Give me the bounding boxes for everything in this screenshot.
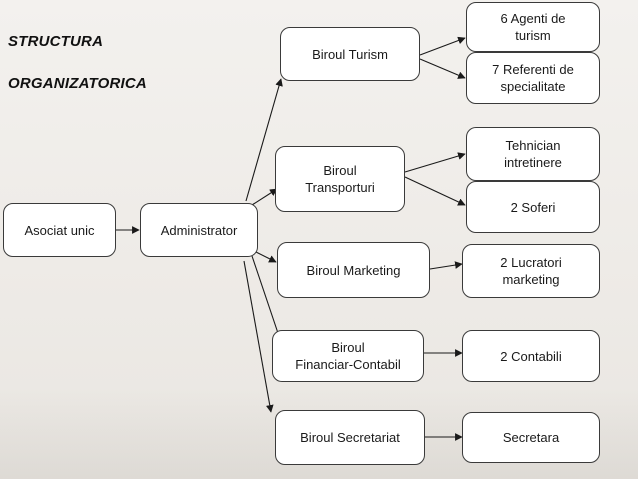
box-contabili-label: 2 Contabili [500, 348, 562, 364]
box-lucratori-marketing: 2 Lucratori marketing [462, 244, 600, 298]
box-secretara-label: Secretara [502, 430, 560, 445]
title-line-2: ORGANIZATORICA [8, 75, 147, 92]
arrow-administrator-to-secretariat [243, 260, 274, 413]
title-line-1: STRUCTURA [8, 33, 104, 50]
box-tehnician-intretinere-label: Tehnician intretinere [504, 138, 562, 170]
box-administrator: Administrator [140, 203, 258, 257]
box-agenti-turism: 6 Agenti de turism [466, 2, 600, 52]
box-biroul-marketing-label: Biroul Marketing [306, 262, 401, 278]
box-administrator-label: Administrator [160, 222, 238, 238]
box-secretara: Secretara [462, 412, 600, 463]
box-agenti-turism-label: 6 Agenti de turism [500, 11, 566, 43]
arrow-administrator-to-transporturi [251, 188, 278, 206]
box-biroul-secretariat-label: Biroul Secretariat [300, 430, 400, 445]
box-soferi: 2 Soferi [466, 181, 600, 233]
box-asociat-unic-label: Asociat unic [24, 222, 95, 238]
box-biroul-financiar-contabil: Biroul Financiar-Contabil [272, 330, 424, 382]
box-contabili: 2 Contabili [462, 330, 600, 382]
box-biroul-marketing: Biroul Marketing [277, 242, 430, 298]
box-biroul-transporturi: Biroul Transporturi [275, 146, 405, 212]
arrow-turism-to-agenti [419, 36, 466, 56]
box-biroul-financiar-contabil-label: Biroul Financiar-Contabil [295, 340, 401, 372]
box-referenti-specialitate-label: 7 Referenti de specialitate [492, 62, 574, 94]
arrow-marketing-to-lucratori [429, 261, 463, 270]
box-biroul-turism-label: Biroul Turism [312, 46, 388, 62]
box-biroul-turism: Biroul Turism [280, 27, 420, 81]
box-soferi-label: 2 Soferi [510, 199, 556, 215]
box-asociat-unic: Asociat unic [3, 203, 116, 257]
box-lucratori-marketing-label: 2 Lucratori marketing [500, 255, 562, 287]
box-biroul-secretariat: Biroul Secretariat [275, 410, 425, 465]
arrow-transporturi-to-soferi [404, 176, 466, 206]
arrow-transporturi-to-tehnician [404, 152, 466, 173]
arrow-turism-to-referenti [419, 58, 466, 79]
arrow-administrator-to-turism [245, 78, 283, 202]
box-referenti-specialitate: 7 Referenti de specialitate [466, 52, 600, 104]
box-tehnician-intretinere: Tehnician intretinere [466, 127, 600, 181]
box-biroul-transporturi-label: Biroul Transporturi [305, 163, 375, 195]
